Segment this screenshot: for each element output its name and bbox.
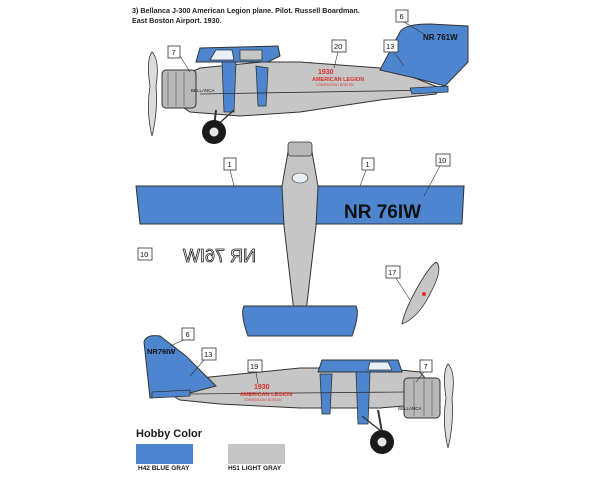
registration-wing: NR 76IW: [344, 202, 421, 223]
cowl-name-bottom: BELLANCA: [398, 406, 422, 411]
propeller-detail: [401, 261, 440, 325]
callouts: 7 20 6 13 1 1 10 10 17 6: [137, 9, 451, 385]
callout-7-top: 7: [172, 48, 176, 57]
side-view-top: BELLANCA NR 761W 1930 AMERICAN LEGION CO…: [148, 23, 469, 144]
callout-box-13-bottom: [201, 347, 217, 361]
callout-box-13-top: [383, 39, 399, 53]
swatch-light-gray: [228, 444, 285, 464]
callout-13-bottom: 13: [204, 350, 212, 359]
callout-13-top: 13: [386, 42, 394, 51]
cabin-window-top: [209, 49, 235, 61]
engine-cowl-top: [161, 69, 197, 109]
callout-box-19: [247, 359, 263, 373]
legend-title: Hobby Color: [136, 428, 202, 440]
callout-10-right: 10: [438, 156, 446, 165]
swatch-blue-gray: [136, 444, 193, 464]
cowl-name-top: BELLANCA: [191, 88, 215, 93]
registration-wing-mirror: NR 76IW: [183, 246, 256, 266]
logo-year-top: 1930: [318, 69, 334, 76]
swatch-label-blue-gray: H42 BLUE GRAY: [138, 465, 190, 472]
callout-20: 20: [334, 42, 342, 51]
callout-box-10-right: [435, 153, 451, 167]
callout-7-bottom: 7: [424, 362, 428, 371]
callout-box-10-left: [137, 247, 153, 261]
callout-box-7-bottom: [419, 359, 433, 373]
callout-6-top: 6: [400, 12, 404, 21]
engine-plan: [287, 141, 313, 157]
cabin-wing-root-top: [195, 45, 281, 63]
propeller-top: [148, 51, 158, 137]
callout-box-20: [331, 39, 347, 53]
wing-strut-front-bottom: [355, 371, 371, 425]
cabin-window-rear-top: [239, 49, 263, 61]
callout-17: 17: [388, 268, 396, 277]
caption-line-2: East Boston Airport. 1930.: [132, 16, 222, 25]
callout-box-1-right: [361, 157, 375, 171]
callout-1-left: 1: [228, 160, 232, 169]
tail-fin-top: [379, 23, 469, 87]
registration-fin-top: NR 761W: [423, 33, 458, 42]
registration-fin-bottom: NR76IW: [147, 347, 176, 356]
swatch-label-light-gray: H51 LIGHT GRAY: [228, 465, 282, 472]
callout-6-bottom: 6: [186, 330, 190, 339]
logo-line2-bottom: CONVENTION • BOSTON: [244, 398, 282, 402]
tail-fin-bottom: [143, 335, 217, 399]
callout-1-right: 1: [366, 160, 370, 169]
callout-box-6-top: [395, 9, 409, 23]
callout-box-7-top: [167, 45, 181, 59]
logo-year-bottom: 1930: [254, 384, 270, 391]
plan-view: NR 76IW: [135, 141, 465, 337]
side-view-bottom: BELLANCA NR76IW 1930 AMERICAN LEGION CON…: [143, 335, 454, 454]
callout-10-left: 10: [140, 250, 148, 259]
caption: 3) Bellanca J-300 American Legion plane.…: [132, 6, 372, 26]
logo-line1-top: AMERICAN LEGION: [312, 77, 364, 83]
registration-mirror-group: NR 76IW: [183, 246, 257, 267]
wing-strut-rear-bottom: [319, 373, 333, 415]
wing-strut-rear-top: [255, 65, 269, 107]
wing-strut-front-top: [221, 61, 237, 113]
caption-line-1: 3) Bellanca J-300 American Legion plane.…: [132, 6, 360, 15]
tail-plan: [242, 305, 358, 337]
engine-cowl-bottom: [403, 377, 441, 419]
callout-19: 19: [250, 362, 258, 371]
propeller-bottom: [444, 363, 454, 449]
logo-line1-bottom: AMERICAN LEGION: [240, 392, 292, 398]
callout-box-6-bottom: [181, 327, 195, 341]
callout-box-17: [385, 265, 401, 279]
logo-line2-top: CONVENTION • BOSTON: [316, 83, 354, 87]
